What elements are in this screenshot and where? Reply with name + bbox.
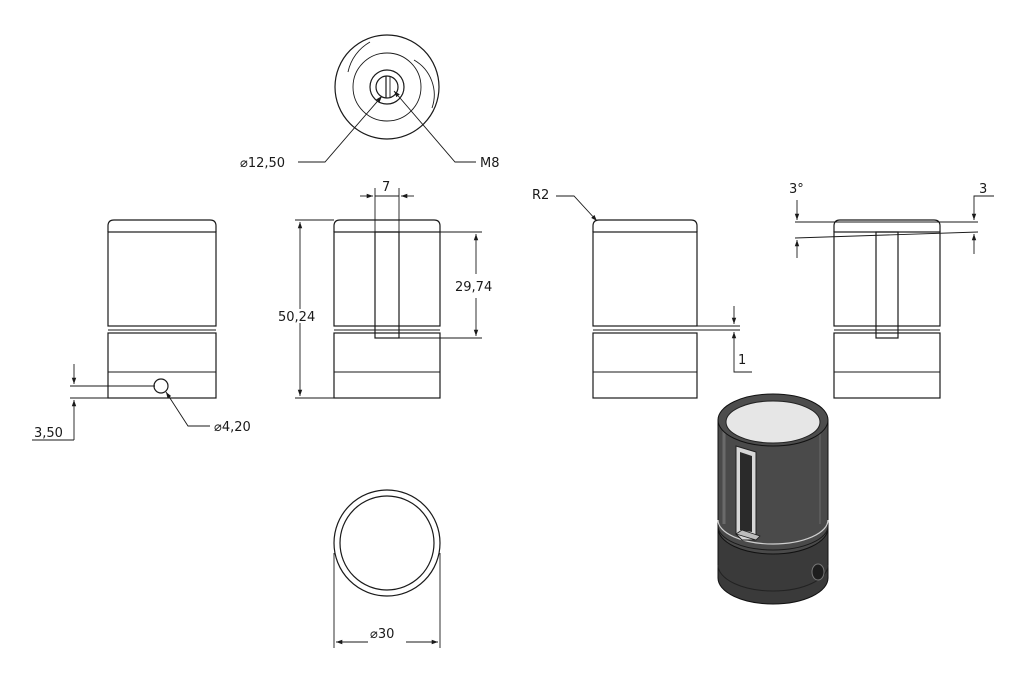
thread-label: M8 xyxy=(480,156,500,171)
slot-length-label: 29,74 xyxy=(455,280,492,295)
overall-height-label: 50,24 xyxy=(278,310,315,325)
radius-label: R2 xyxy=(532,188,549,203)
groove-label: 1 xyxy=(738,353,746,368)
chamfer-label: 3 xyxy=(979,182,987,197)
angle-label: 3° xyxy=(789,182,804,197)
slot-width-label: 7 xyxy=(382,180,390,195)
front-view xyxy=(295,188,482,399)
isometric-view xyxy=(717,393,829,605)
pin-diameter-label: ⌀4,20 xyxy=(214,420,251,435)
left-elevation-view xyxy=(32,219,217,441)
top-view xyxy=(298,34,476,163)
right-elevation-view xyxy=(794,195,994,399)
bottom-view xyxy=(333,489,441,648)
outer-diameter-label: ⌀30 xyxy=(370,627,394,642)
hole-diameter-label: ⌀12,50 xyxy=(240,156,285,171)
pin-offset-label: 3,50 xyxy=(34,426,63,441)
side-view xyxy=(556,195,752,399)
